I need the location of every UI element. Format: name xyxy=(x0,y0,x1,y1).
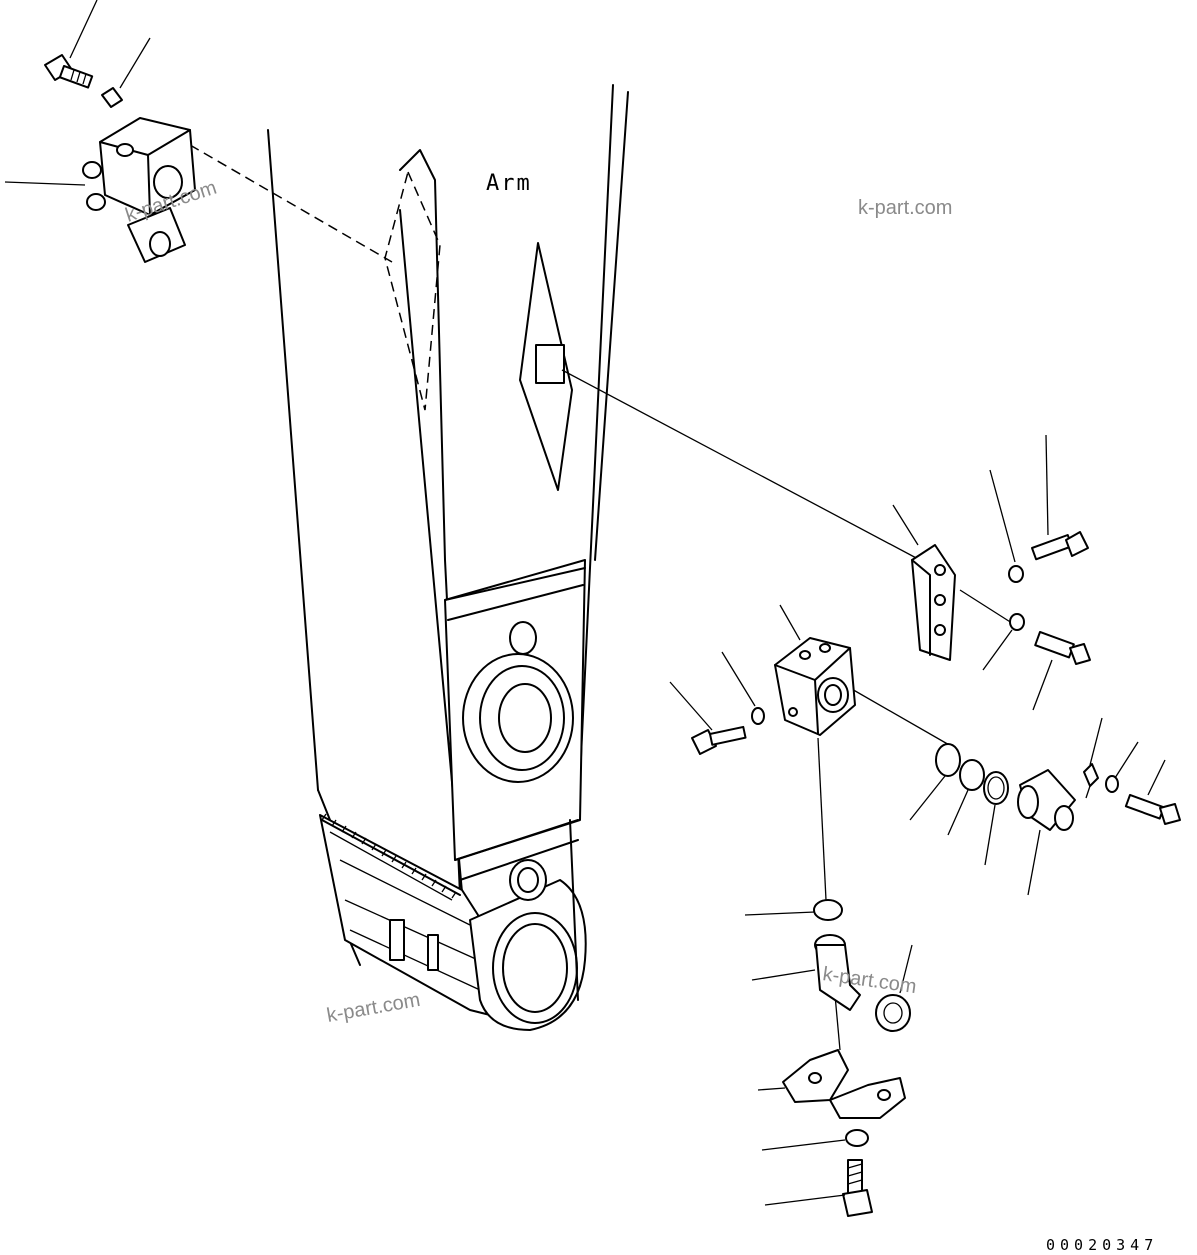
arm-label: Arm xyxy=(486,171,532,196)
top-left-leaders xyxy=(4,0,151,186)
top-left-valve-block xyxy=(82,117,196,263)
seal-rings xyxy=(935,743,1009,805)
mounting-bracket xyxy=(911,544,956,661)
watermark-top-right: k-part.com xyxy=(858,197,952,219)
watermark-bottom-left: k-part.com xyxy=(325,989,422,1027)
arm-body xyxy=(267,84,629,1031)
top-left-bolt xyxy=(44,54,94,89)
right-leaders xyxy=(669,434,1166,1206)
lower-fittings xyxy=(782,899,911,1217)
right-bolts xyxy=(691,531,1181,825)
fitting-connector xyxy=(1017,763,1099,831)
right-valve-block xyxy=(774,637,856,736)
drawing-code: 00020347 xyxy=(1046,1236,1158,1254)
connection-lines xyxy=(189,144,1016,1051)
top-left-washer xyxy=(101,87,123,108)
